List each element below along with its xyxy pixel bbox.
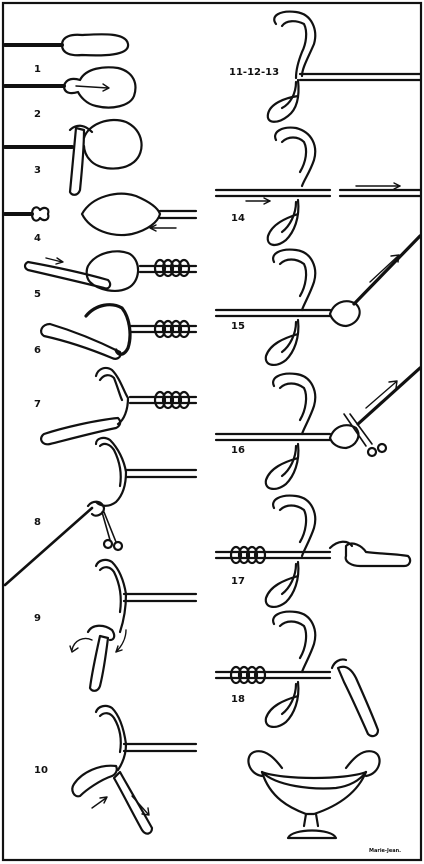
step-label-18: 18 <box>231 695 245 705</box>
step-label-7: 7 <box>34 400 41 410</box>
step-label-17: 17 <box>231 577 245 587</box>
step-label-9: 9 <box>34 614 41 624</box>
step-label-11-13: 11-12-13 <box>229 68 279 78</box>
artist-signature: Marie-Jean. <box>369 849 401 854</box>
step-label-16: 16 <box>231 446 245 456</box>
step-label-8: 8 <box>34 518 41 528</box>
step-label-2: 2 <box>34 110 41 120</box>
step-label-15: 15 <box>231 322 245 332</box>
step-label-3: 3 <box>34 166 41 176</box>
step-label-4: 4 <box>34 234 41 244</box>
step-label-1: 1 <box>34 65 41 75</box>
step-label-14: 14 <box>231 214 245 224</box>
step-label-6: 6 <box>34 346 41 356</box>
step-label-5: 5 <box>34 290 41 300</box>
step-label-10: 10 <box>34 766 48 776</box>
